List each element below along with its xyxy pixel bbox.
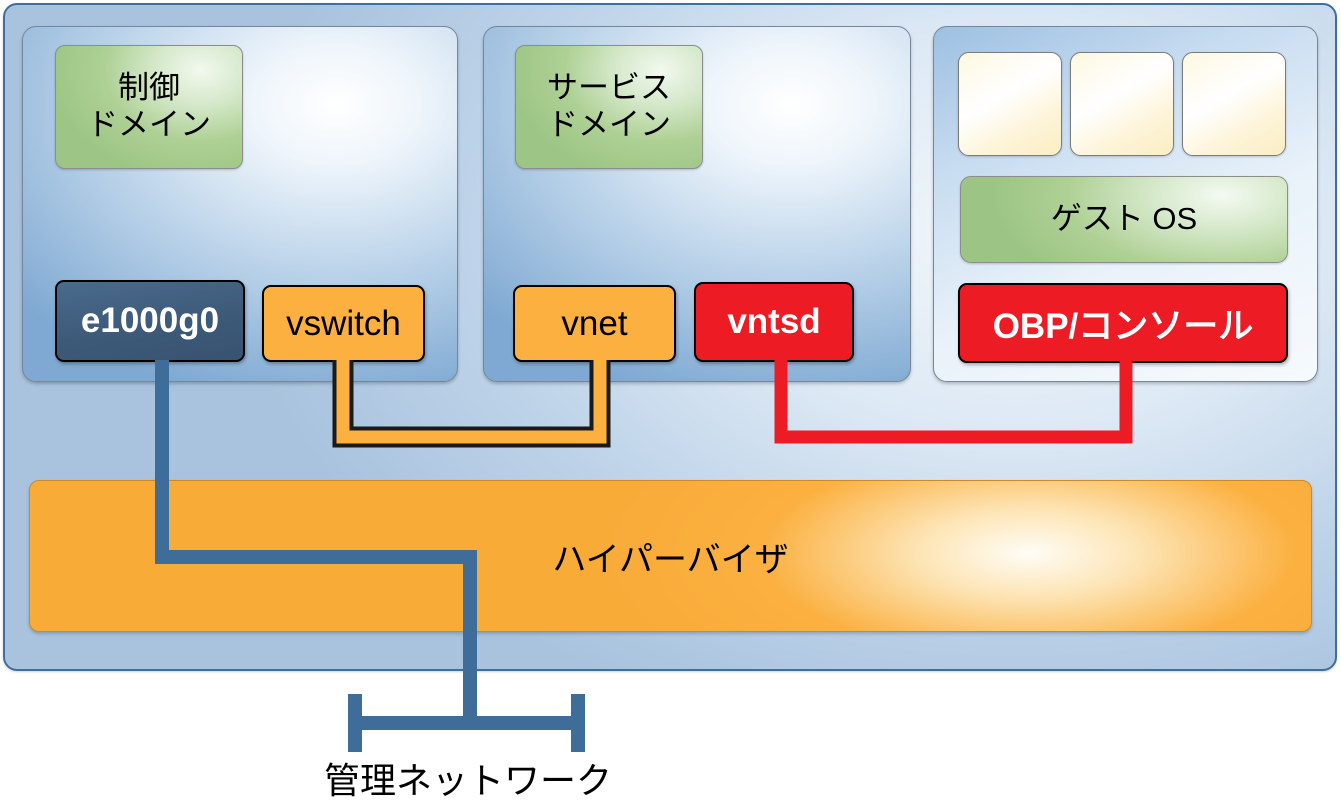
node-obp-console[interactable]: OBP/コンソール [958, 283, 1288, 363]
node-vswitch[interactable]: vswitch [262, 285, 425, 362]
node-e1000g0-label: e1000g0 [80, 301, 220, 340]
guest-os-label: ゲスト OS [960, 176, 1288, 263]
node-vnet-label: vnet [561, 303, 628, 343]
guest-app-box-1 [958, 52, 1062, 156]
control-domain-label-line1: 制御 [118, 70, 180, 106]
service-domain-label: サービス ドメイン [515, 45, 703, 169]
hypervisor-bar: ハイパーバイザ [29, 480, 1312, 632]
node-obp-console-label: OBP/コンソール [992, 306, 1254, 346]
guest-app-box-2 [1070, 52, 1174, 156]
service-domain-label-line1: サービス [547, 70, 671, 106]
node-vntsd[interactable]: vntsd [694, 282, 854, 362]
guest-app-box-3 [1182, 52, 1286, 156]
hypervisor-label: ハイパーバイザ [552, 540, 789, 579]
management-network-label: 管理ネットワーク [323, 760, 612, 801]
node-vnet[interactable]: vnet [513, 285, 676, 362]
node-vntsd-label: vntsd [727, 302, 821, 341]
node-vswitch-label: vswitch [286, 303, 401, 343]
control-domain-label: 制御 ドメイン [55, 45, 243, 169]
guest-os-label-text: ゲスト OS [1050, 201, 1198, 237]
control-domain-label-line2: ドメイン [87, 107, 211, 142]
node-e1000g0[interactable]: e1000g0 [55, 280, 245, 362]
service-domain-label-line2: ドメイン [547, 107, 671, 142]
